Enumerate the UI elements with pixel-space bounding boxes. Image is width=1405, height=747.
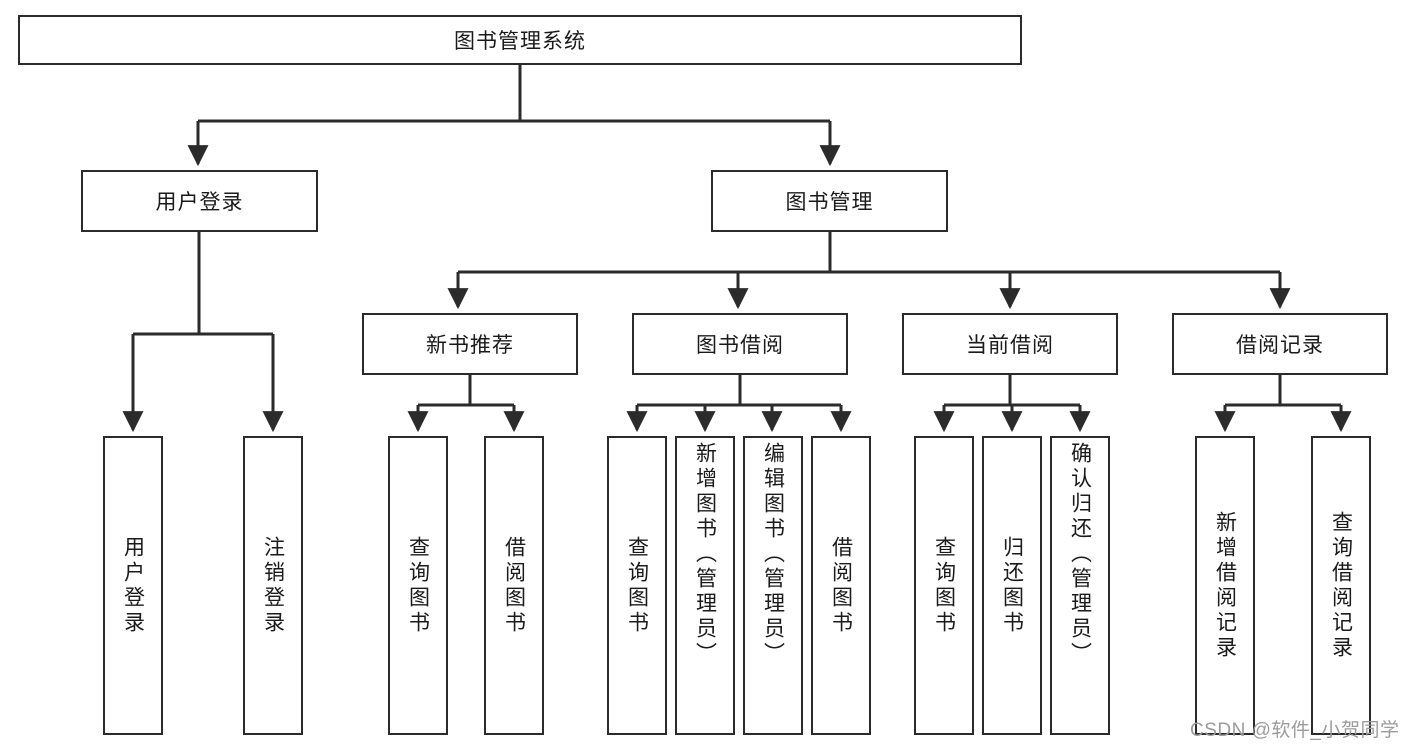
leaf-label: 新增借阅记录	[1213, 510, 1237, 661]
node-borrow-record[interactable]: 借阅记录	[1172, 313, 1388, 375]
leaf-record-add-record[interactable]: 新增借阅记录	[1195, 436, 1255, 735]
leaf-borrow-borrow-book[interactable]: 借阅图书	[811, 436, 871, 735]
leaf-label: 查询借阅记录	[1329, 510, 1353, 661]
leaf-label: 查询图书	[625, 535, 649, 636]
leaf-label: 借阅图书	[829, 535, 853, 636]
leaf-user-login-logout[interactable]: 注销登录	[243, 436, 303, 735]
leaf-new-book-query[interactable]: 查询图书	[388, 436, 448, 735]
leaf-current-return-book[interactable]: 归还图书	[982, 436, 1042, 735]
leaf-borrow-query-book[interactable]: 查询图书	[607, 436, 667, 735]
leaf-borrow-add-book-admin[interactable]: 新增图书（管理员）	[675, 436, 735, 735]
leaf-label: 查询图书	[932, 535, 956, 636]
node-user-login[interactable]: 用户登录	[81, 170, 318, 232]
leaf-user-login-login[interactable]: 用户登录	[103, 436, 163, 735]
leaf-label: 用户登录	[121, 535, 145, 636]
leaf-label: 借阅图书	[502, 535, 526, 636]
node-current-borrow[interactable]: 当前借阅	[902, 313, 1118, 375]
csdn-watermark: CSDN @软件_小贺同学	[1190, 720, 1400, 741]
leaf-label: 注销登录	[261, 535, 285, 636]
leaf-new-book-borrow[interactable]: 借阅图书	[484, 436, 544, 735]
leaf-record-query-record[interactable]: 查询借阅记录	[1311, 436, 1371, 735]
leaf-borrow-edit-book-admin[interactable]: 编辑图书（管理员）	[743, 436, 803, 735]
leaf-label: 查询图书	[406, 535, 430, 636]
leaf-label: 确认归还（管理员）	[1068, 442, 1092, 667]
node-root-system[interactable]: 图书管理系统	[18, 15, 1022, 65]
node-book-borrow[interactable]: 图书借阅	[632, 313, 848, 375]
leaf-label: 编辑图书（管理员）	[761, 442, 785, 667]
node-new-book-recommend[interactable]: 新书推荐	[362, 313, 578, 375]
leaf-current-confirm-return-admin[interactable]: 确认归还（管理员）	[1050, 436, 1110, 735]
leaf-label: 新增图书（管理员）	[693, 442, 717, 667]
node-book-management[interactable]: 图书管理	[711, 170, 948, 232]
leaf-current-query-book[interactable]: 查询图书	[914, 436, 974, 735]
leaf-label: 归还图书	[1000, 535, 1024, 636]
